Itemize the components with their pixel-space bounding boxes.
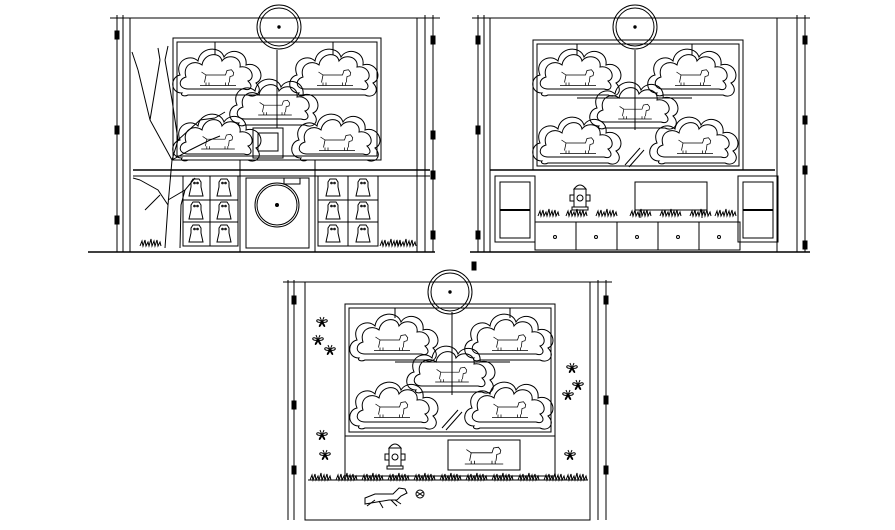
elevation-view-2	[470, 4, 810, 253]
elevation-view-3	[283, 269, 612, 521]
cloud-shelf	[532, 116, 622, 165]
wall-clock-icon	[427, 269, 473, 315]
running-dog	[364, 487, 408, 509]
elevation-view-1	[88, 4, 440, 253]
cloud-shelf	[291, 113, 381, 162]
cloud-shelf	[464, 381, 554, 430]
butterfly-icon	[566, 362, 578, 374]
butterfly-icon	[564, 449, 576, 461]
butterfly-icon	[319, 449, 331, 461]
dog-bed	[447, 439, 521, 471]
fire-hydrant-icon	[384, 443, 406, 470]
cloud-shelf	[229, 78, 319, 127]
butterfly-icon	[324, 344, 336, 356]
butterfly-icon	[562, 389, 574, 401]
fire-hydrant-icon	[569, 184, 591, 211]
butterfly-icon	[316, 316, 328, 328]
washing-machine-counter	[239, 159, 316, 253]
cloud-shelf	[649, 116, 739, 165]
wall-clock-icon	[256, 4, 302, 50]
butterfly-icon	[572, 379, 584, 391]
cloud-shelf	[172, 48, 262, 97]
ball-icon	[415, 489, 425, 499]
wall-clock-icon	[612, 4, 658, 50]
cloud-shelf	[349, 381, 439, 430]
cloud-shelf	[349, 313, 439, 362]
drawer-counter	[534, 221, 741, 251]
butterfly-icon	[316, 429, 328, 441]
dead-tree	[131, 45, 226, 249]
cloud-shelf	[532, 48, 622, 97]
butterfly-icon	[312, 334, 324, 346]
cloud-shelf	[464, 313, 554, 362]
cloud-shelf	[406, 345, 496, 394]
